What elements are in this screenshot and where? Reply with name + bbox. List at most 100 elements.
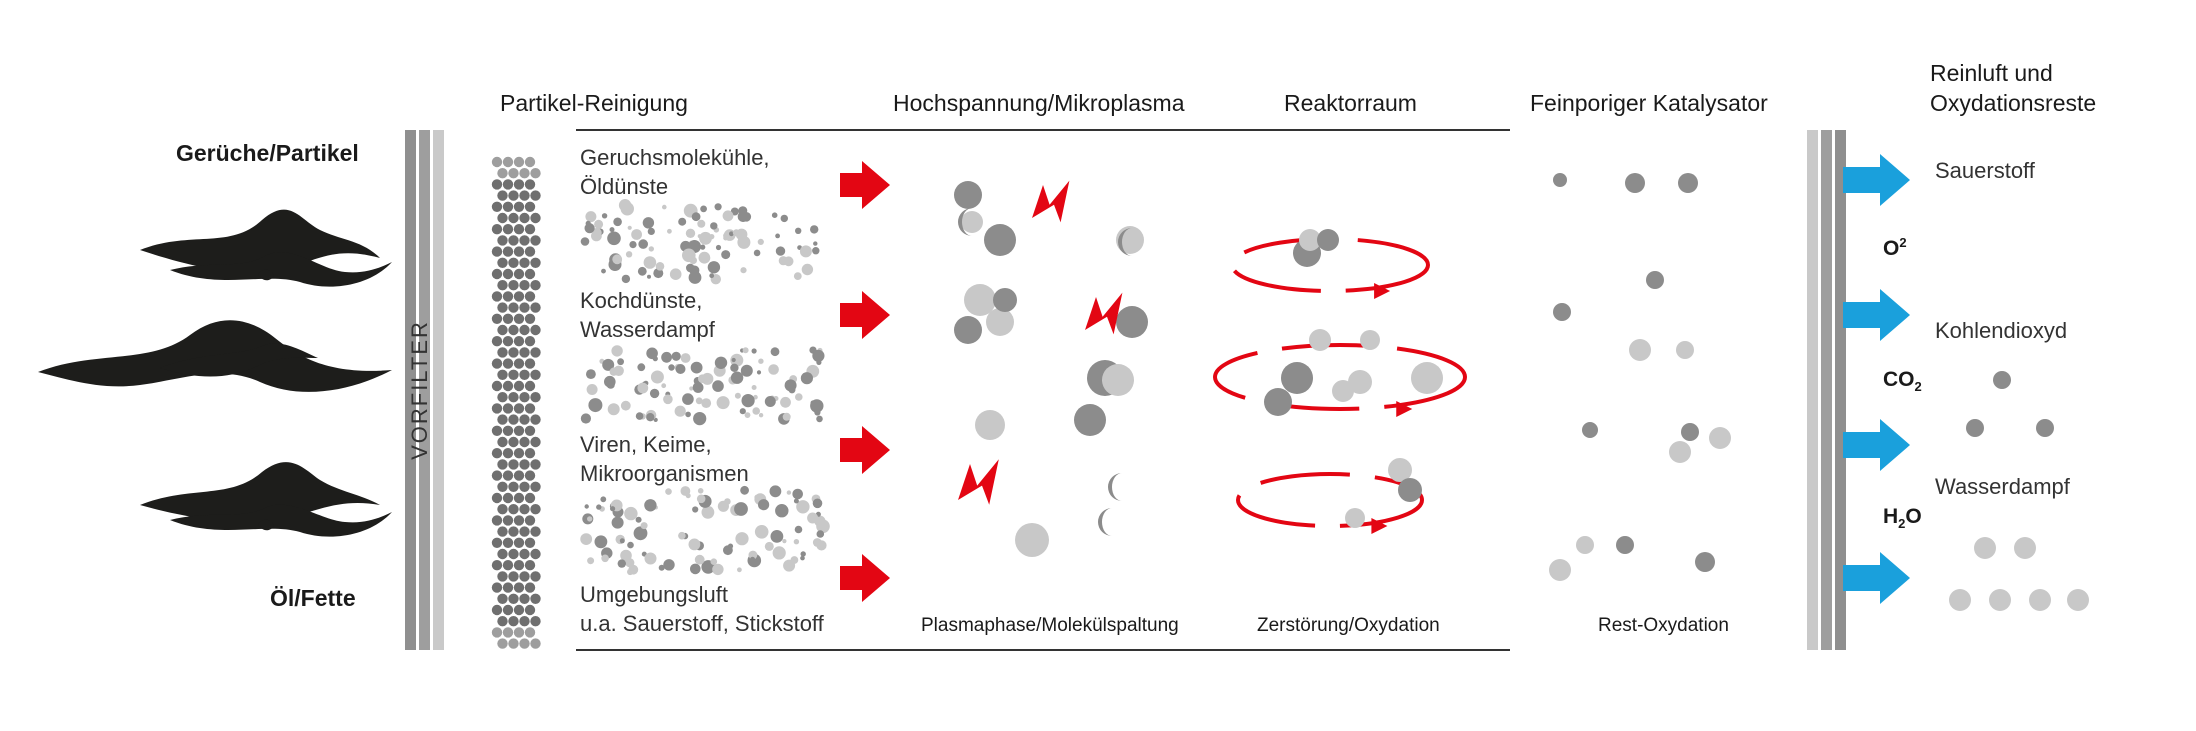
particle-dot — [600, 496, 607, 503]
filter-pore — [519, 571, 530, 582]
odors-particles-label: Gerüche/Partikel — [176, 140, 359, 166]
output-water-formula: H2O — [1883, 505, 1922, 532]
filter-pore — [513, 380, 525, 392]
particle-label-3a: Viren, Keime, — [580, 432, 712, 457]
filter-pore — [508, 257, 519, 268]
filter-pore — [524, 179, 536, 190]
filter-pore — [513, 470, 525, 481]
filter-pore — [519, 257, 530, 268]
particle-dot — [739, 408, 746, 415]
particle-dot — [690, 563, 701, 575]
particle-dot — [637, 363, 646, 372]
particle-dot — [784, 379, 797, 392]
particle-dot — [734, 392, 741, 399]
filter-pore — [502, 224, 514, 235]
wave-shape — [140, 209, 380, 274]
particle-dot — [665, 488, 672, 495]
filter-pore — [519, 526, 530, 537]
particle-dot — [792, 488, 803, 500]
filter-pore — [524, 470, 536, 481]
particle-dot — [698, 374, 707, 384]
filter-pore — [502, 560, 514, 571]
reactor-particle — [1398, 478, 1422, 502]
particle-dot — [585, 220, 591, 226]
particle-dot — [758, 413, 764, 418]
filter-pore — [491, 537, 503, 548]
filter-pore — [497, 190, 508, 201]
filter-pore — [491, 201, 503, 212]
particle-dot — [635, 412, 644, 420]
particle-dot — [757, 238, 764, 245]
particle-dot — [640, 522, 648, 530]
particle-dot — [594, 219, 604, 229]
caption-catalyst: Rest-Oxydation — [1598, 615, 1729, 636]
particle-dot — [586, 369, 596, 379]
particle-dot — [682, 393, 694, 405]
particle-dot — [601, 213, 608, 219]
lightning-bolt — [958, 459, 999, 505]
filter-pore — [530, 369, 541, 380]
filter-pore — [524, 492, 536, 504]
output-particle — [1993, 371, 2011, 389]
particle-dot — [741, 394, 755, 408]
particle-dot — [816, 415, 823, 423]
filter-pore — [513, 179, 525, 190]
filter-bar — [1807, 130, 1818, 650]
reactor-particle — [1360, 330, 1380, 350]
particle-dot — [700, 244, 706, 250]
particle-dot — [699, 231, 712, 245]
filter-pore — [491, 246, 503, 257]
filter-pore — [491, 380, 503, 392]
filter-pore — [508, 414, 519, 425]
plasma-particle — [964, 284, 996, 316]
filter-pore — [497, 571, 508, 582]
filter-bar — [433, 130, 444, 650]
filter-pore — [519, 481, 530, 492]
filter-bar — [405, 130, 416, 650]
particle-dot — [669, 268, 682, 281]
red-flow-arrow — [840, 291, 890, 339]
filter-pore — [502, 380, 514, 392]
particle-label-1a: Geruchsmolekühle, — [580, 145, 770, 170]
wave-shape — [140, 462, 380, 523]
filter-pore — [513, 268, 525, 280]
output-particle — [1989, 589, 2011, 611]
filter-pore — [497, 392, 508, 403]
particle-dot — [783, 256, 794, 267]
particle-dot — [742, 347, 749, 354]
particle-dot — [816, 530, 825, 538]
filter-pore — [497, 459, 508, 470]
particle-dot — [812, 349, 825, 362]
reactor-particle — [1411, 362, 1443, 394]
filter-pore — [491, 492, 503, 504]
particle-dot — [722, 210, 734, 222]
particle-dot — [694, 554, 705, 565]
blue-outflow-arrow — [1843, 552, 1910, 604]
particle-label-4a: Umgebungsluft — [580, 582, 728, 607]
filter-pore — [502, 336, 514, 347]
filter-pore — [508, 548, 519, 560]
filter-pore — [513, 224, 525, 235]
filter-pore — [497, 593, 508, 604]
reactor-particle — [1317, 229, 1339, 251]
blue-outflow-arrow — [1843, 419, 1910, 471]
particle-dot — [653, 268, 664, 279]
particle-dot — [685, 411, 691, 418]
filter-pore — [502, 179, 514, 190]
filter-pore — [502, 492, 514, 504]
filter-pore — [491, 179, 503, 190]
catalyst-particle — [1676, 341, 1694, 359]
filter-pore — [497, 257, 508, 268]
filter-pore — [508, 235, 519, 246]
filter-pore — [491, 156, 503, 168]
reactor-particle — [1309, 329, 1331, 351]
lightning-bolt — [1085, 292, 1123, 335]
filter-pore — [530, 168, 541, 179]
filter-pore — [497, 302, 508, 313]
particle-dot — [671, 351, 681, 361]
particle-dot — [688, 265, 698, 274]
reactor-particle — [1299, 229, 1321, 251]
reactor-particle — [1281, 362, 1313, 394]
particle-dot — [580, 237, 590, 246]
filter-pore — [502, 268, 514, 280]
